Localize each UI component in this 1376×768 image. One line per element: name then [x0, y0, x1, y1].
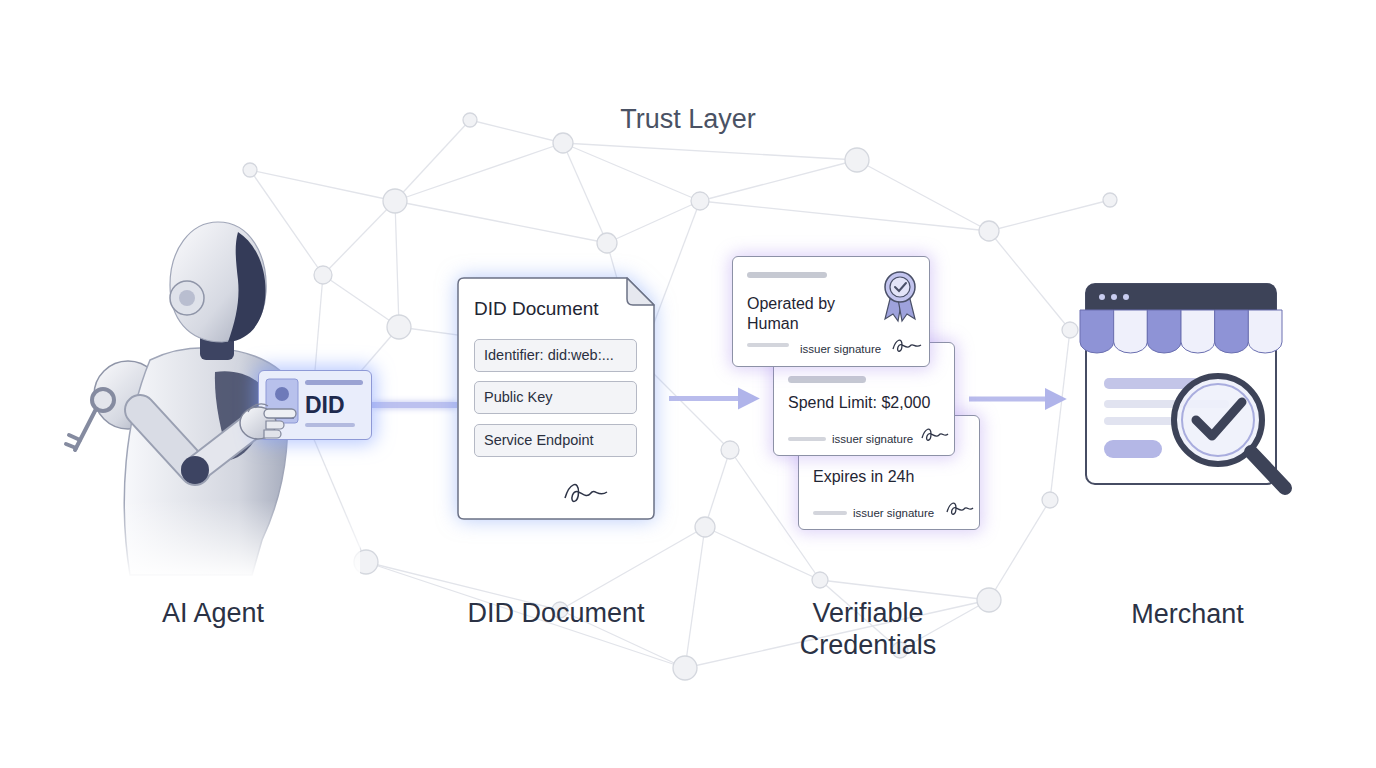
arrow-connector	[969, 397, 1058, 402]
column-label: Merchant	[1070, 598, 1305, 630]
column-label: Verifiable Credentials	[768, 597, 968, 661]
column-label: AI Agent	[113, 597, 313, 629]
did-document: DID DocumentIdentifier: did:web:... Publi…	[457, 277, 655, 520]
connector-line	[372, 402, 457, 408]
issuer-signature: issuer signature	[853, 505, 934, 521]
field-text: Identifier: did:web:...	[475, 340, 636, 371]
key-icon	[66, 389, 114, 450]
field-text: Public Key	[475, 382, 636, 413]
card-title: DID	[305, 390, 367, 420]
issuer-signature: issuer signature	[800, 341, 881, 357]
merchant-store: Merchant	[1080, 280, 1295, 500]
credential-claim: Spend Limit: $2,000	[788, 393, 953, 413]
field-box: Identifier: did:web:...	[474, 339, 637, 372]
field-box: Service Endpoint	[474, 424, 637, 457]
diagram-title: Trust Layer	[488, 102, 888, 136]
network-lines	[250, 120, 1110, 668]
issuer-signature: issuer signature	[832, 431, 913, 447]
field-text: Service Endpoint	[475, 425, 636, 456]
document-heading: DID Document	[474, 297, 644, 321]
robot-hand	[230, 390, 320, 460]
storefront-icon	[1080, 280, 1295, 500]
field-box: Public Key	[474, 381, 637, 414]
credential-claim: Expires in 24h	[813, 467, 978, 487]
column-label: DID Document	[456, 597, 656, 629]
arrow-connector	[669, 396, 751, 401]
network-nodes	[243, 113, 1117, 680]
credential-claim: Operated by Human	[747, 294, 872, 334]
credential-card: Operated by Human issuer signature	[732, 256, 930, 367]
